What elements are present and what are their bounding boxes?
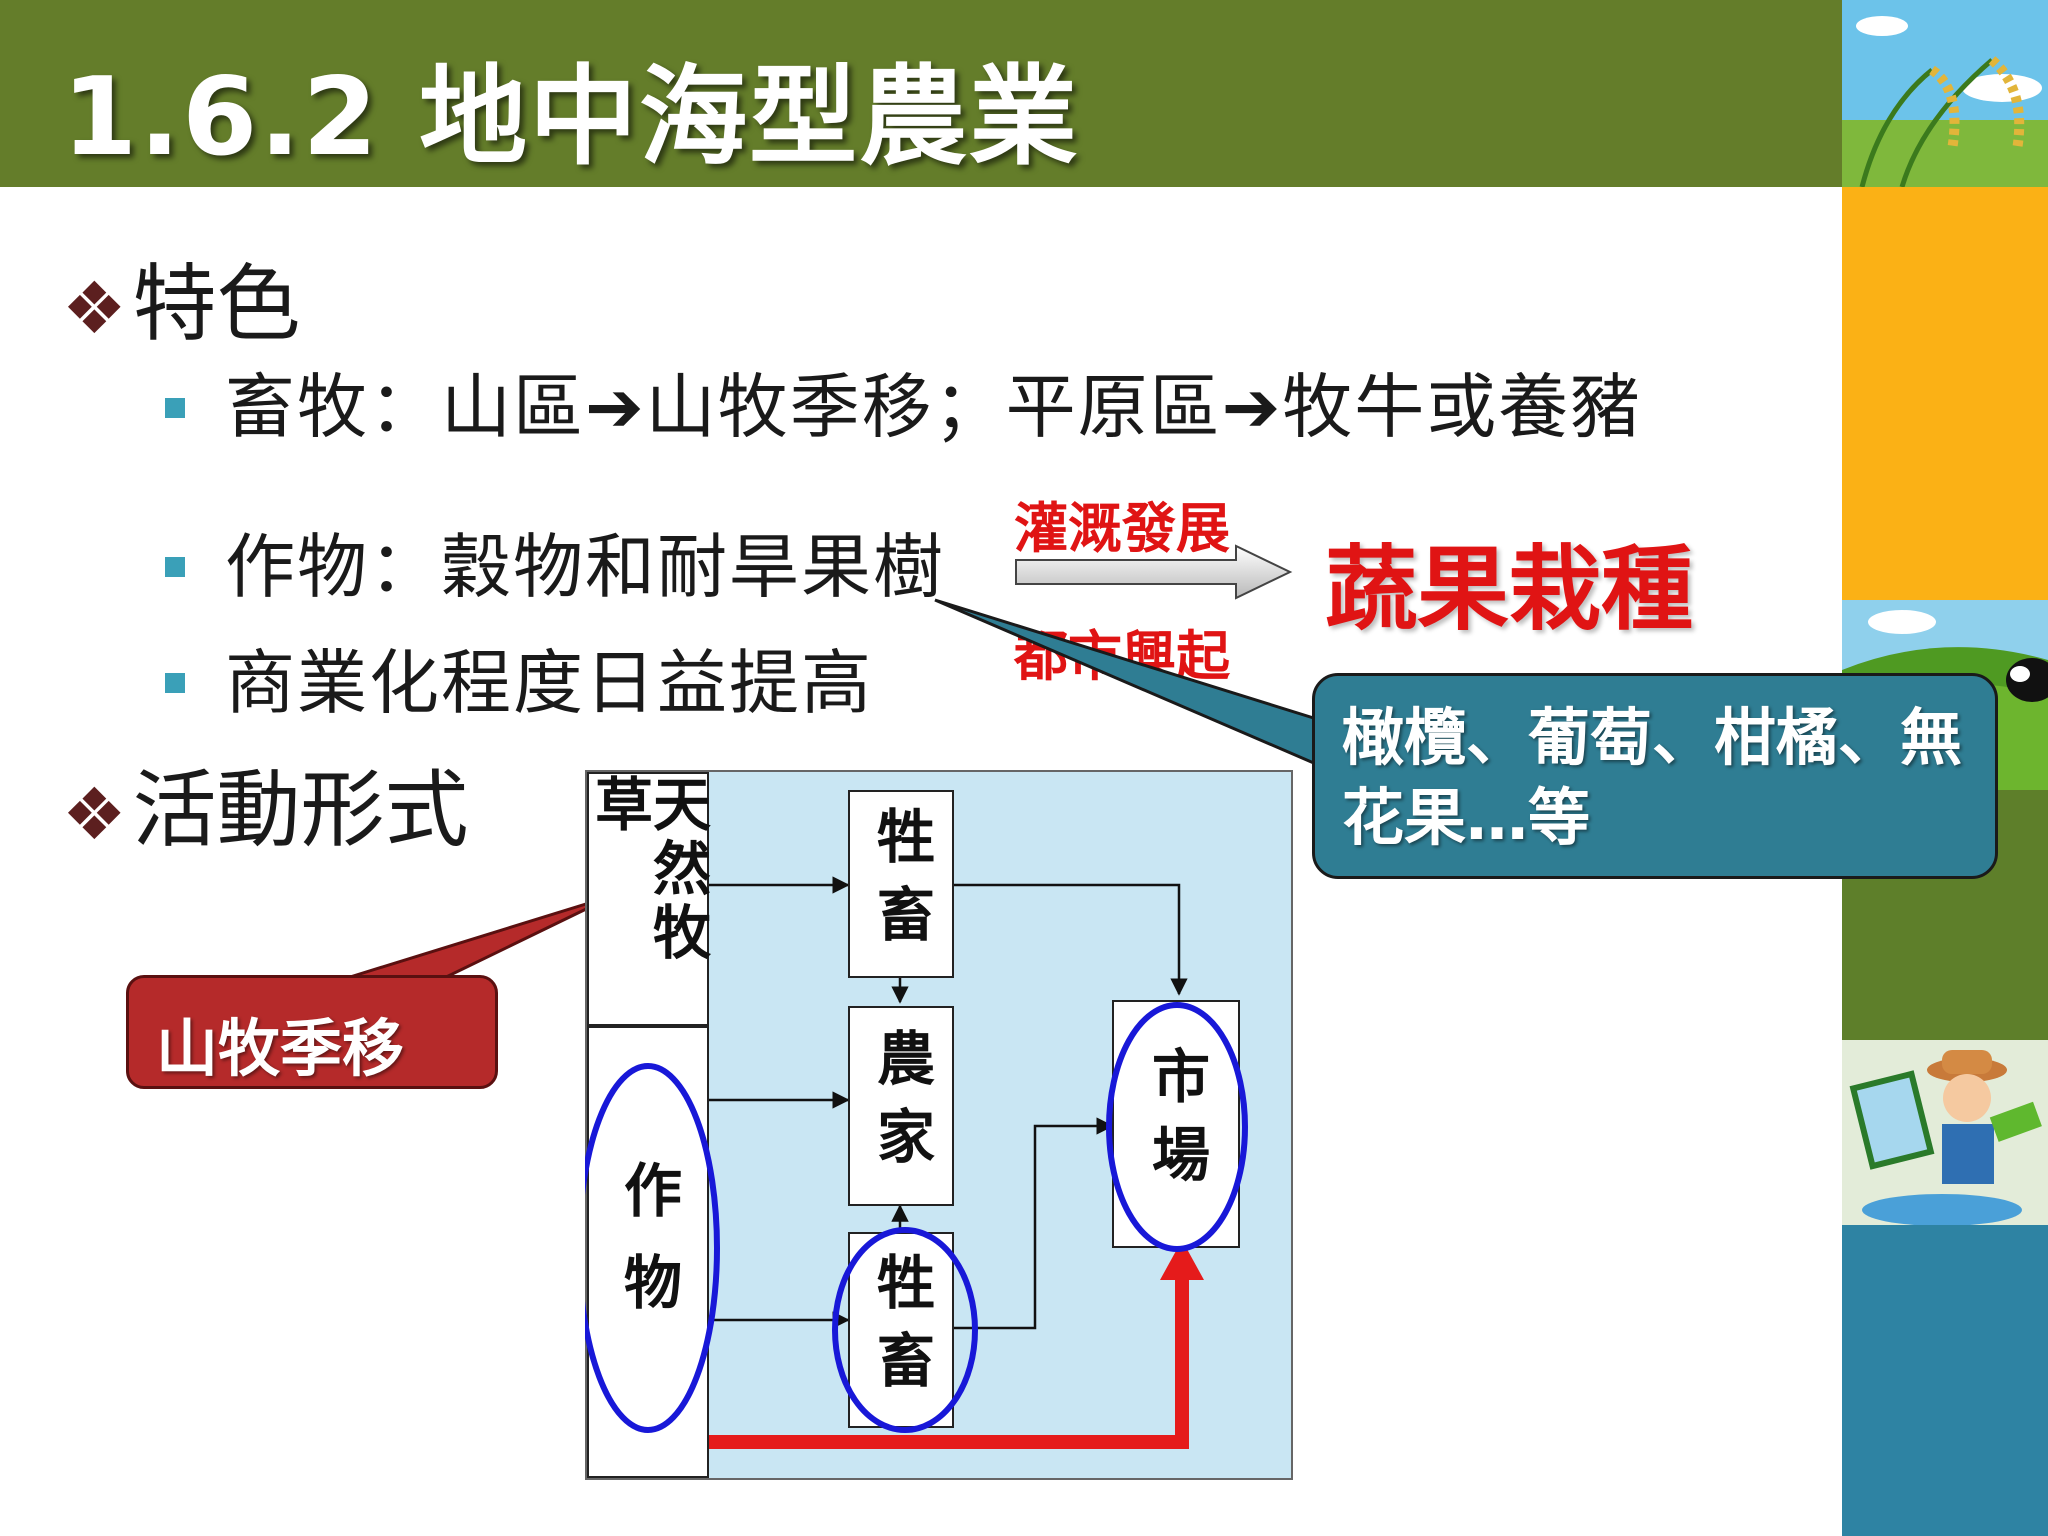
activities-heading: ❖活動形式 [62,761,469,859]
crops-highlight-ellipse [585,1063,720,1433]
livestock-box-top: 牲畜 [848,790,954,978]
livestock-highlight-ellipse [832,1227,978,1433]
farmer-illustration [1842,1040,2048,1226]
market-box: 市場 [1112,1000,1240,1248]
diamond-bullet-icon: ❖ [62,266,127,350]
market-highlight-ellipse [1106,1002,1248,1252]
fruit-callout [1312,673,1998,879]
highlight-ellipses [585,1002,1248,1433]
diamond-bullet-icon: ❖ [62,772,127,856]
fruit-callout-text: 橄欖、葡萄、柑橘、無花果…等 [1342,701,1963,854]
activity-diagram: 天然牧草 作物 牲畜 農家 牲畜 市場 [585,770,1295,1482]
square-bullet-icon [165,557,185,577]
natural-pasture-box: 天然牧草 [585,772,711,1026]
feature-item-livestock: 畜牧：山區➔山牧季移；平原區➔牧牛或養豬 [225,366,1643,448]
result-text: 蔬果栽種 [1325,536,1694,643]
transhumance-callout-text: 山牧季移 [156,1012,405,1085]
feature-item-crops: 作物：穀物和耐旱果樹 [225,526,945,608]
features-heading: ❖特色 [62,255,301,353]
arrow-top-label: 灌溉發展 [1014,497,1230,560]
livestock-box-bottom: 牲畜 [848,1232,954,1428]
square-bullet-icon [165,673,185,693]
square-bullet-icon [165,398,185,418]
transhumance-callout [126,975,498,1089]
right-arrow-icon [1015,544,1293,600]
slide-title: 1.6.2 地中海型農業 [62,55,1080,180]
rice-illustration [1842,0,2048,188]
feature-item-commercialization: 商業化程度日益提高 [225,642,873,724]
title-bar [0,0,1842,187]
farmhouse-box: 農家 [848,1006,954,1206]
